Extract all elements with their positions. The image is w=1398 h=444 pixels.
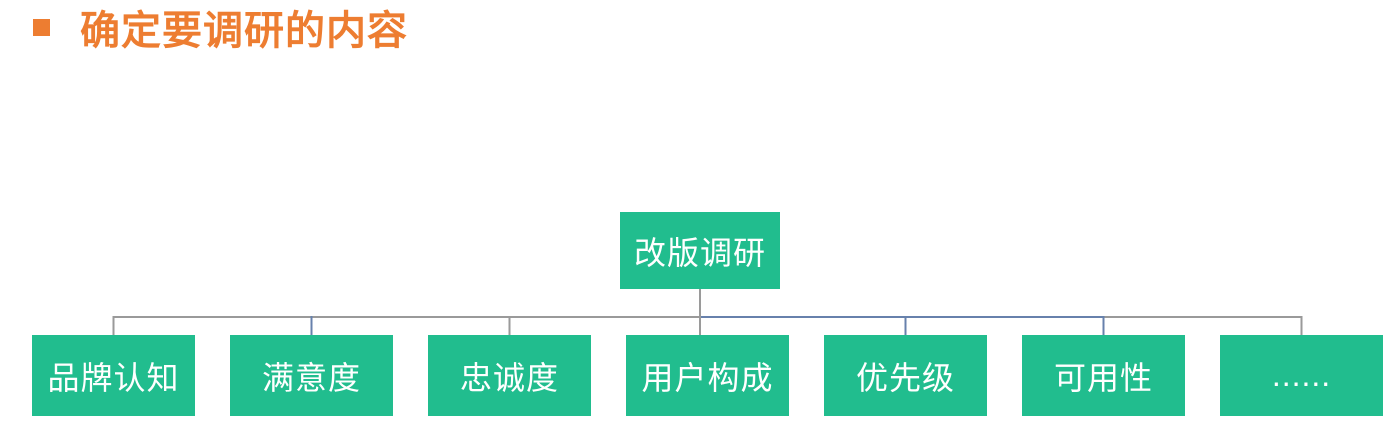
tree-node-label: 优先级 <box>855 359 955 396</box>
tree-node-brand-awareness: 品牌认知 <box>32 335 195 416</box>
tree-node-label: 满意度 <box>261 359 361 396</box>
tree-node-usability: 可用性 <box>1022 335 1185 416</box>
tree-children-row: 品牌认知 满意度 忠诚度 用户构成 优先级 可用性 ...... <box>32 335 1383 416</box>
tree-node-label: 用户构成 <box>641 359 774 396</box>
tree-node-priority: 优先级 <box>824 335 987 416</box>
tree-node-loyalty: 忠诚度 <box>428 335 591 416</box>
tree-node-root-label: 改版调研 <box>633 234 766 271</box>
tree-node-root: 改版调研 <box>620 212 780 289</box>
tree-node-ellipsis: ...... <box>1220 335 1383 416</box>
page-title: 确定要调研的内容 <box>80 9 408 53</box>
tree-node-label: 可用性 <box>1053 359 1153 396</box>
slide-header: 确定要调研的内容 <box>33 4 408 53</box>
tree-node-label: ...... <box>1271 357 1332 393</box>
tree-node-label: 忠诚度 <box>459 359 559 396</box>
tree-node-user-composition: 用户构成 <box>626 335 789 416</box>
tree-node-label: 品牌认知 <box>47 359 180 396</box>
tree-node-satisfaction: 满意度 <box>230 335 393 416</box>
square-bullet-icon <box>33 18 50 36</box>
